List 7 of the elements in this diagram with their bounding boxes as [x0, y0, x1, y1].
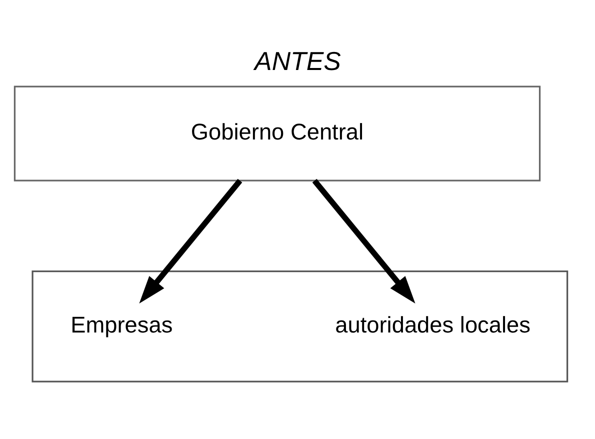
diagram-title: ANTES	[254, 48, 341, 76]
arrow	[312, 178, 416, 304]
node-text: autoridades locales	[335, 311, 530, 338]
node-box: Gobierno Central	[14, 86, 541, 182]
arrow	[139, 178, 242, 304]
cluster	[32, 270, 568, 382]
node-text: Empresas	[70, 311, 173, 338]
